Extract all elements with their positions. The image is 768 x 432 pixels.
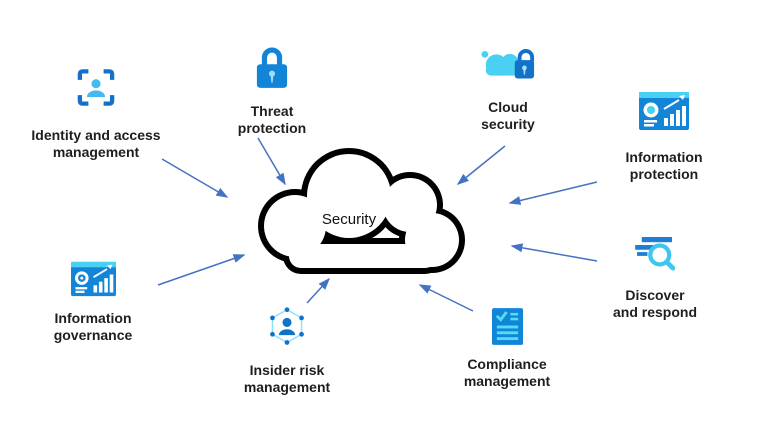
node-label: Information governance	[53, 310, 133, 343]
arrow-group	[157, 137, 598, 312]
node-label: Threat protection	[237, 103, 307, 136]
cloud-lock-icon	[481, 49, 535, 79]
arrow-cloudsecurity-to-cloud	[456, 145, 506, 185]
node-discover-and-respond: Discover and respond	[570, 237, 740, 320]
arrow-compliance-to-cloud	[418, 284, 474, 312]
report-chart-icon	[639, 92, 689, 130]
node-label: Compliance management	[463, 356, 551, 389]
node-label: Cloud security	[481, 99, 535, 132]
node-label: Information protection	[625, 149, 703, 182]
search-list-icon	[635, 237, 675, 271]
node-threat-protection: Threat protection	[187, 46, 357, 136]
node-label: Insider risk management	[243, 362, 331, 395]
security-cloud-icon	[258, 148, 465, 274]
arrow-infoprotection-to-cloud	[508, 181, 598, 205]
arrow-threat-to-cloud	[257, 137, 286, 186]
node-cloud-security: Cloud security	[423, 48, 593, 132]
arrow-governance-to-cloud	[157, 254, 246, 286]
checklist-icon	[491, 308, 523, 345]
person-hexagon-icon	[270, 307, 304, 345]
arrow-identity-to-cloud	[161, 158, 229, 198]
node-label: Discover and respond	[612, 287, 697, 320]
node-identity-access-management: Identity and access management	[11, 68, 181, 160]
lock-icon	[256, 47, 288, 88]
node-insider-risk-management: Insider risk management	[202, 306, 372, 395]
cloud-security-label: Security	[321, 211, 377, 228]
arrow-discover-to-cloud	[510, 243, 598, 262]
node-label: Identity and access management	[31, 127, 161, 160]
node-compliance-management: Compliance management	[422, 308, 592, 389]
person-frame-icon	[77, 69, 115, 106]
node-information-protection: Information protection	[579, 92, 749, 182]
disc-chart-icon	[70, 261, 116, 297]
node-information-governance: Information governance	[8, 261, 178, 343]
arrow-insider-to-cloud	[306, 277, 331, 304]
